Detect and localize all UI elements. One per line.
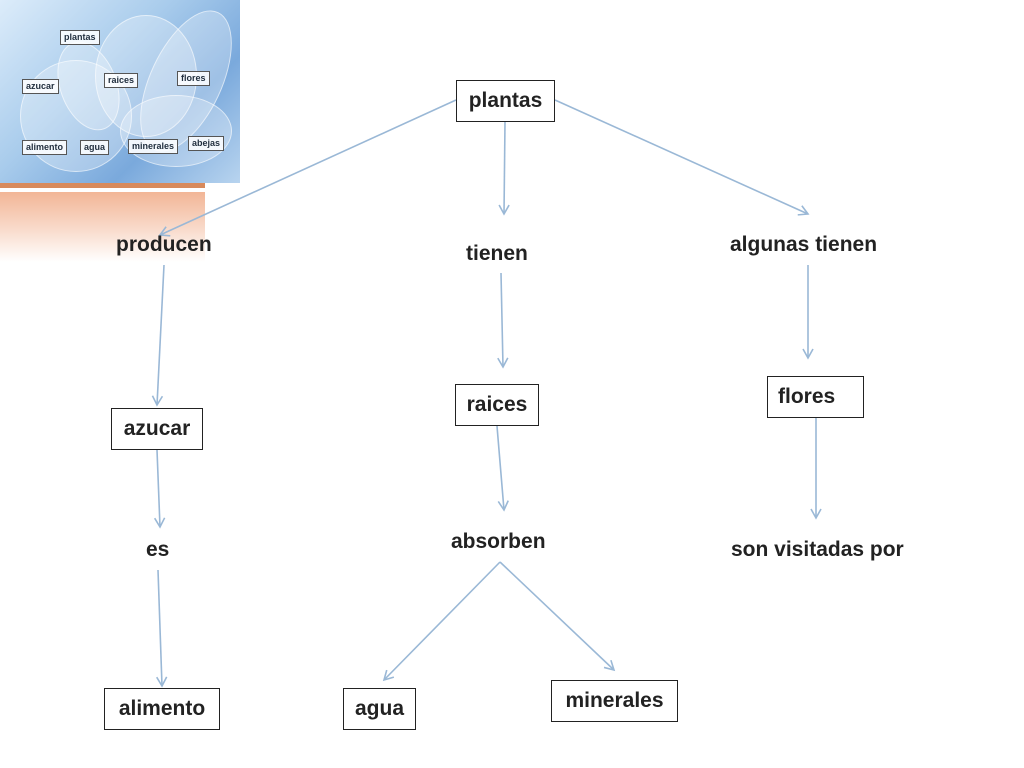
link-absorben: absorben	[451, 530, 546, 553]
arrow-plantas-algunas-tienen	[554, 99, 810, 216]
arrow-raices-absorben	[496, 425, 509, 512]
link-producen: producen	[116, 233, 212, 256]
thumbnail-label-agua: agua	[80, 140, 110, 155]
thumbnail-label-raices: raices	[104, 73, 139, 88]
accent-bar	[0, 183, 205, 188]
arrow-azucar-es	[153, 449, 166, 529]
concept-plantas: plantas	[456, 80, 555, 122]
thumbnail-label-plantas: plantas	[60, 30, 100, 45]
concept-alimento: alimento	[104, 688, 220, 730]
arrow-plantas-producen	[158, 99, 457, 237]
thumbnail-petal	[120, 95, 232, 167]
thumbnail-image: plantas azucar raices flores alimento ag…	[0, 0, 240, 183]
thumbnail-label-azucar: azucar	[22, 79, 59, 94]
thumbnail-label-abejas: abejas	[188, 136, 225, 151]
concept-flores: flores	[767, 376, 864, 418]
thumbnail-label-minerales: minerales	[128, 139, 179, 154]
link-es: es	[146, 538, 170, 561]
concept-raices: raices	[455, 384, 539, 426]
concept-agua: agua	[343, 688, 416, 730]
concept-azucar: azucar	[111, 408, 203, 450]
concept-minerales: minerales	[551, 680, 678, 722]
arrow-es-alimento	[156, 569, 168, 688]
thumbnail-label-flores: flores	[177, 71, 210, 86]
arrow-absorben-minerales	[499, 561, 616, 672]
arrow-tienen-raices	[497, 272, 509, 369]
arrow-plantas-tienen	[498, 121, 510, 216]
thumbnail-label-alimento: alimento	[22, 140, 68, 155]
link-algunas-tienen: algunas tienen	[730, 233, 878, 256]
arrow-absorben-agua	[382, 561, 501, 682]
accent-gradient	[0, 192, 205, 262]
link-tienen: tienen	[466, 242, 528, 265]
link-son-visitadas-por: son visitadas por	[731, 538, 904, 561]
arrow-producen-azucar	[151, 264, 165, 407]
